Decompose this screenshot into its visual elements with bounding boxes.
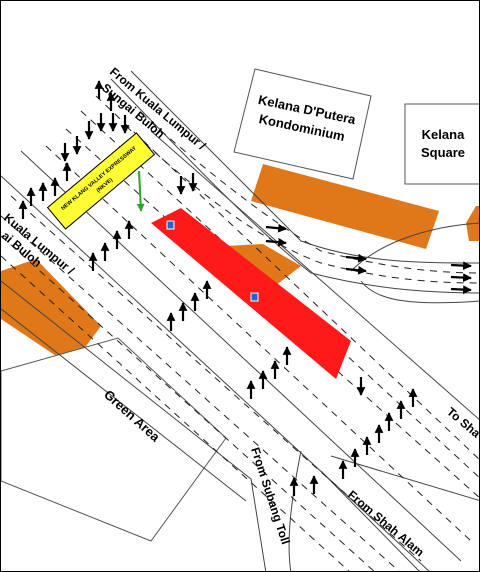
kelana-square-label-2: Square — [421, 145, 465, 160]
traffic-arrows — [18, 80, 472, 496]
kelana-square-building — [404, 103, 479, 185]
from-subang-toll-label: From Subang Toll — [248, 446, 293, 546]
green-arrow — [136, 170, 145, 212]
marker-1 — [166, 220, 175, 230]
from-shah-alam-label: From Shah Alam — [345, 488, 427, 560]
highway-sign: NEW KLANG VALLEY EXPRESSWAY (NKVE) — [46, 132, 156, 230]
kelana-dputera-building — [233, 68, 372, 180]
building-left — [1, 259, 101, 366]
marker-2 — [250, 292, 259, 302]
kelana-square-label-1: Kelana — [422, 127, 465, 142]
building-middle — [226, 244, 301, 289]
lane-markings — [1, 95, 479, 571]
building-kondo-front — [251, 164, 439, 249]
green-area-region — [1, 337, 227, 542]
to-shah-alam-label: To Sha — [444, 405, 480, 441]
